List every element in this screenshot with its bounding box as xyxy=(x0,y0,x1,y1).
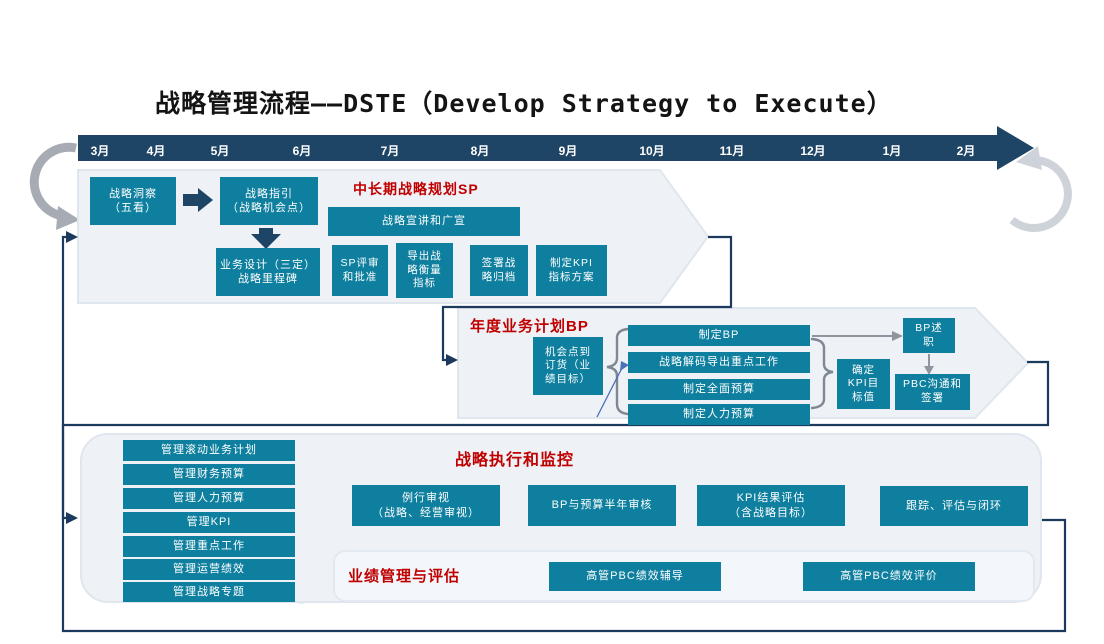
connector-loop-back xyxy=(61,231,1067,633)
timeline-month-label: 2月 xyxy=(956,144,976,158)
timeline-arrowhead-icon xyxy=(997,126,1034,170)
perf-box-coaching: 高管PBC绩效辅导 xyxy=(549,562,721,591)
timeline-month-label: 1月 xyxy=(882,144,902,158)
bp-box-hr-budget: 制定人力预算 xyxy=(628,404,810,425)
exec-box-kpi-eval: KPI结果评估 （含战略目标） xyxy=(697,485,845,526)
timeline-month-label: 11月 xyxy=(719,144,745,158)
exec-box-routine-review: 例行审视 （战略、经营审视） xyxy=(352,485,500,526)
exec-section-title: 战略执行和监控 xyxy=(455,452,575,469)
bp-box-opportunity: 机会点到 订货（业 绩目标） xyxy=(533,337,603,395)
sp-section-title: 中长期战略规划SP xyxy=(353,181,479,197)
sp-box-insight: 战略洞察 （五看） xyxy=(90,177,176,225)
page-title: 战略管理流程——DSTE（Develop Strategy to Execute… xyxy=(155,89,893,118)
sp-box-promote: 战略宣讲和广宣 xyxy=(328,207,520,236)
annotation-diagonal-line xyxy=(596,361,629,418)
bracket-bp-stack-left xyxy=(606,327,630,416)
exec-manage-item: 管理运营绩效 xyxy=(123,559,295,580)
timeline-month-label: 6月 xyxy=(292,144,312,158)
cycle-arrow-left-icon xyxy=(29,142,80,230)
exec-box-tracking: 跟踪、评估与闭环 xyxy=(880,486,1028,526)
perf-section-title: 业绩管理与评估 xyxy=(348,568,461,585)
cycle-arrow-right-icon xyxy=(1009,146,1072,232)
arrow-makebp-to-report xyxy=(812,331,903,341)
exec-manage-item: 管理人力预算 xyxy=(123,488,295,509)
sp-box-review: SP评审 和批准 xyxy=(332,245,388,296)
exec-box-half-year: BP与预算半年审核 xyxy=(528,485,676,526)
timeline-month-label: 4月 xyxy=(146,144,166,158)
bp-box-make-bp: 制定BP xyxy=(628,325,810,346)
timeline-month-label: 7月 xyxy=(380,144,400,158)
sp-box-archive: 签署战 略归档 xyxy=(470,245,528,296)
timeline-month-label: 12月 xyxy=(800,144,826,158)
timeline-month-label: 10月 xyxy=(639,144,665,158)
sp-box-kpi-plan: 制定KPI 指标方案 xyxy=(536,245,607,296)
exec-manage-item: 管理滚动业务计划 xyxy=(123,440,295,461)
timeline-month-label: 9月 xyxy=(558,144,578,158)
sp-box-guide: 战略指引 （战略机会点） xyxy=(220,177,318,225)
bp-section-title: 年度业务计划BP xyxy=(470,318,589,335)
exec-manage-item: 管理重点工作 xyxy=(123,536,295,557)
timeline-month-label: 5月 xyxy=(210,144,230,158)
exec-manage-item: 管理KPI xyxy=(123,512,295,533)
exec-manage-item: 管理财务预算 xyxy=(123,464,295,485)
bp-box-budget: 制定全面预算 xyxy=(628,379,810,400)
timeline-month-label: 8月 xyxy=(470,144,490,158)
bp-box-pbc-sign: PBC沟通和 签署 xyxy=(895,374,970,410)
bp-box-kpi-target: 确定 KPI目 标值 xyxy=(837,359,890,409)
timeline-bar xyxy=(78,135,1000,161)
arrow-insight-to-guide-icon xyxy=(183,188,213,212)
arrow-guide-down-icon xyxy=(251,228,281,249)
connector-sp-to-bp xyxy=(441,235,733,366)
timeline-month-label: 3月 xyxy=(90,144,110,158)
sp-box-design: 业务设计（三定） 战略里程碑 xyxy=(216,248,320,296)
arrow-report-to-pbc xyxy=(924,354,934,375)
sp-box-metrics: 导出战 略衡量 指标 xyxy=(396,243,453,298)
bp-box-report: BP述 职 xyxy=(903,318,955,353)
bp-box-decode: 战略解码导出重点工作 xyxy=(628,352,810,373)
bracket-bp-stack-right xyxy=(810,337,834,410)
exec-manage-item: 管理战略专题 xyxy=(123,582,295,602)
perf-box-evaluation: 高管PBC绩效评价 xyxy=(803,562,975,591)
